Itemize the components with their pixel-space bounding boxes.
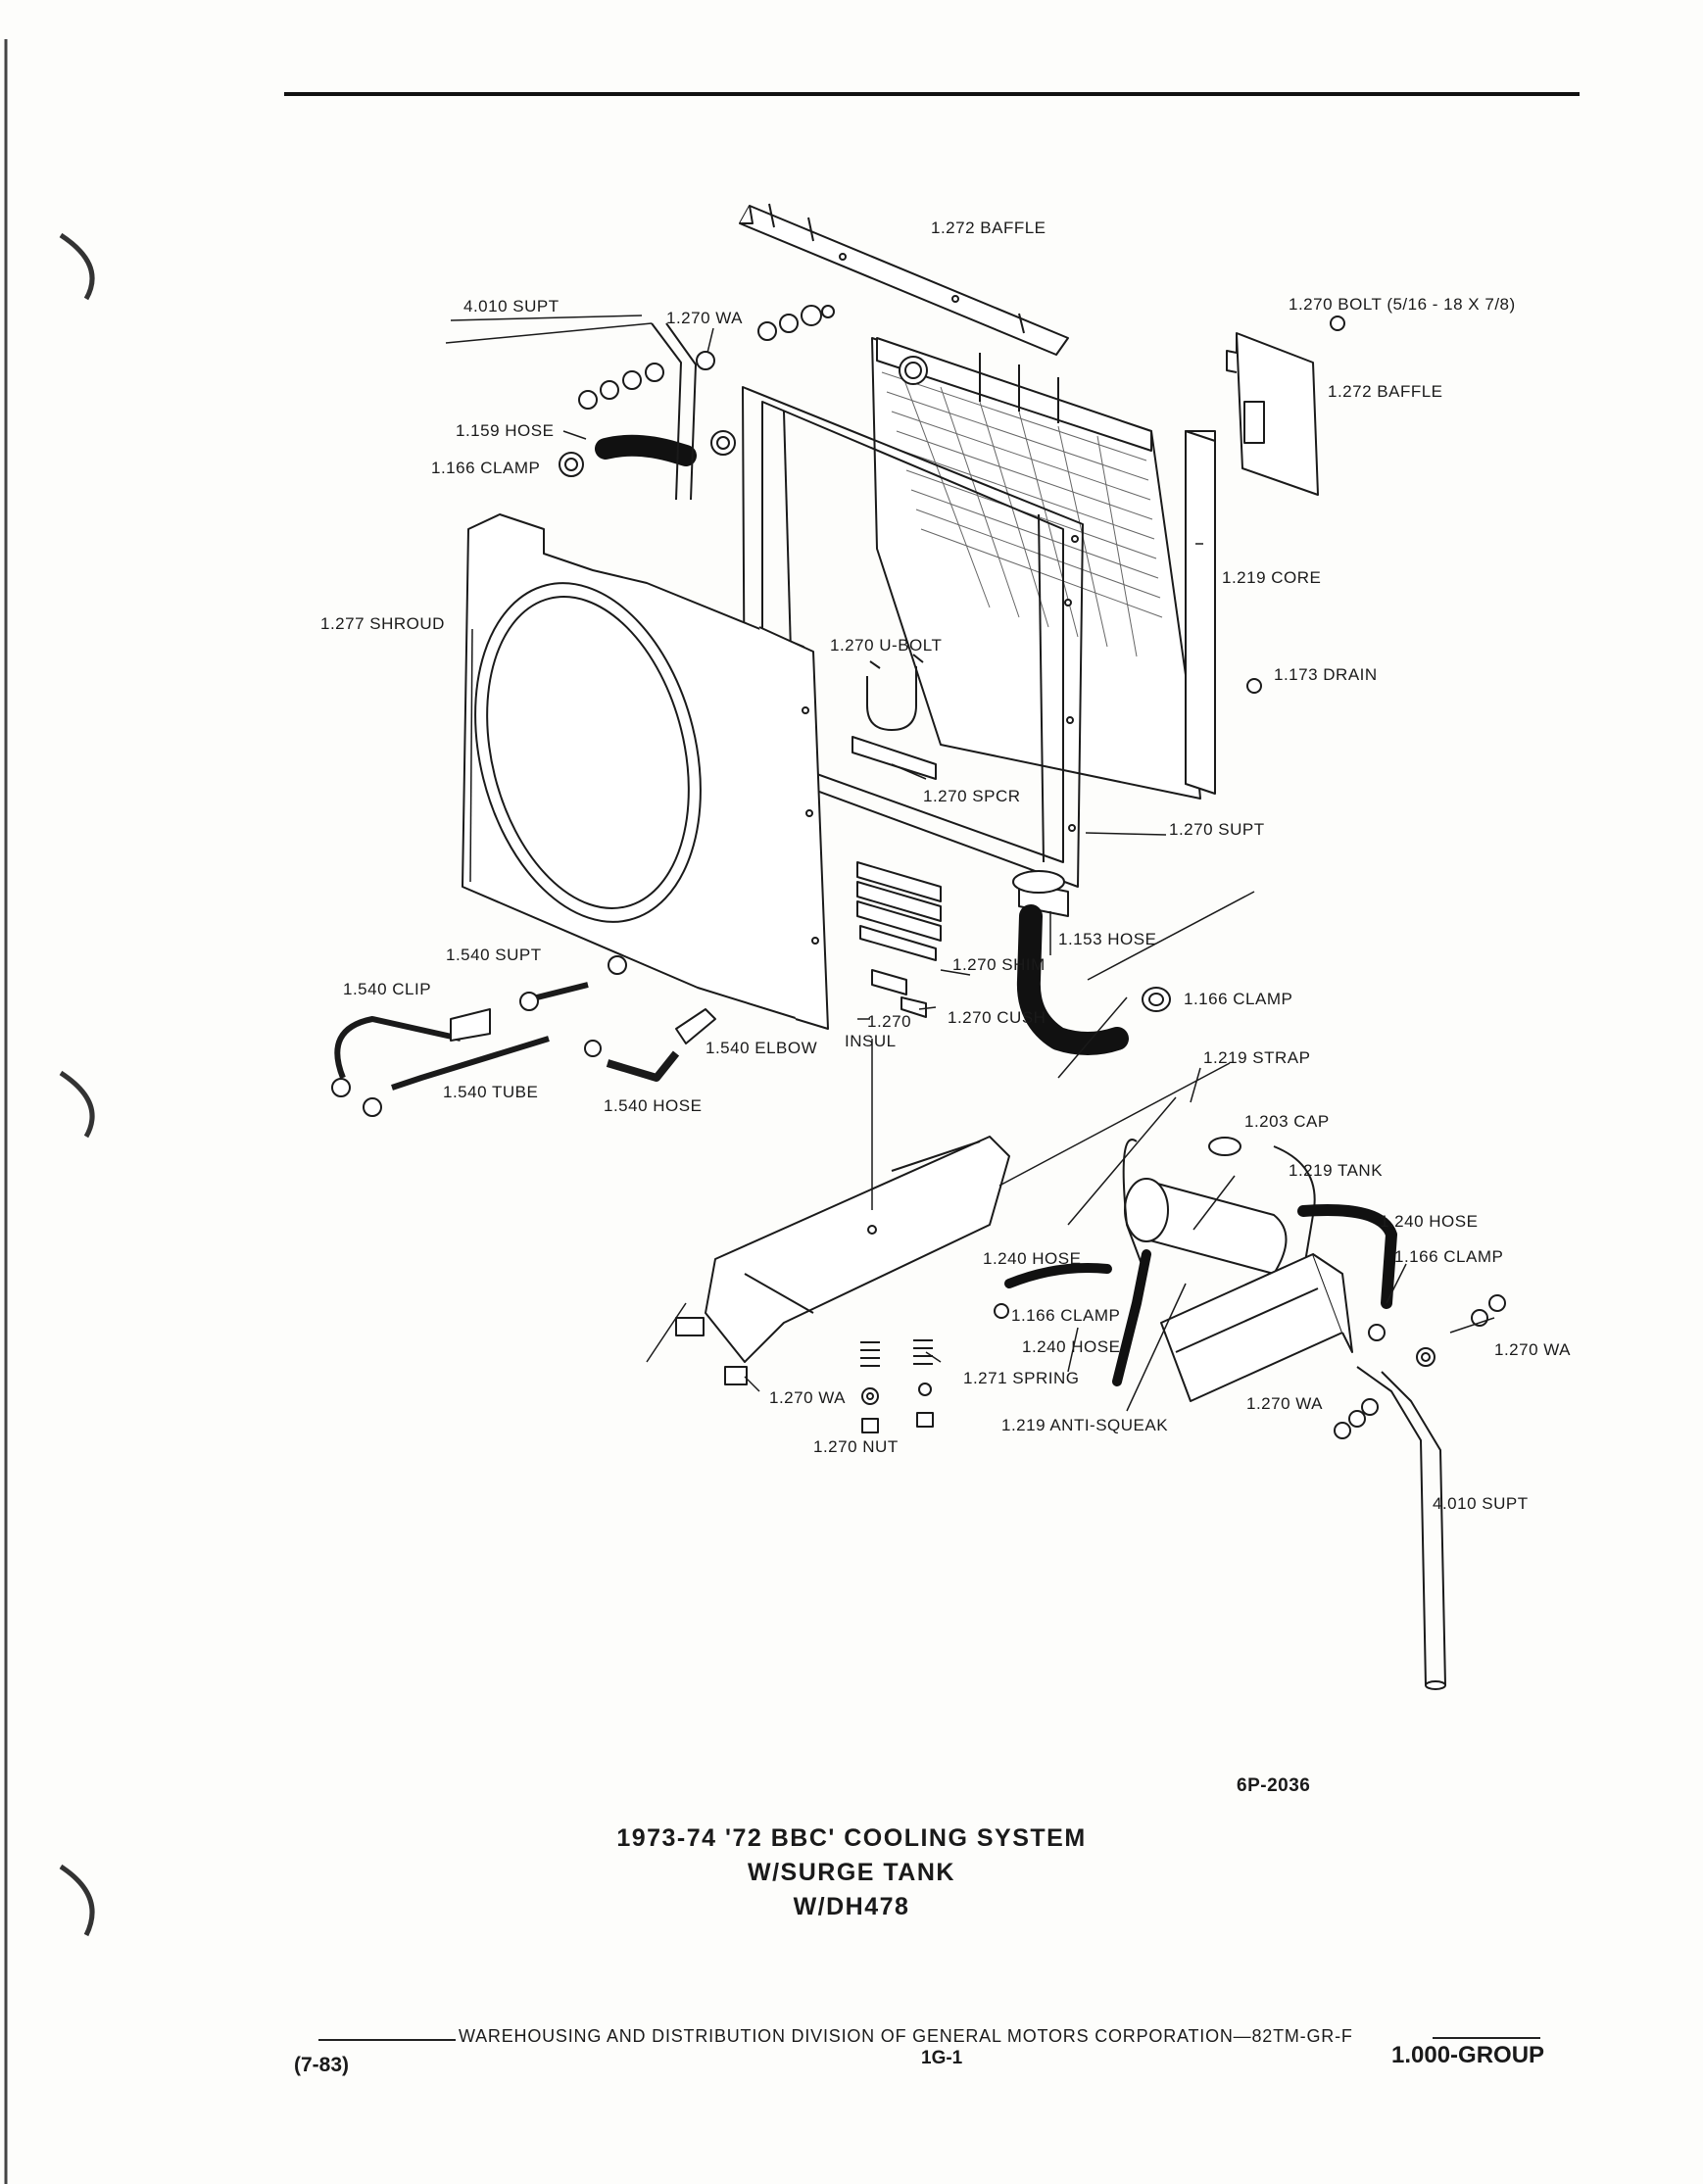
label-insul-b: INSUL: [845, 1032, 897, 1050]
top-left-washers: [578, 305, 1345, 694]
label-cush: 1.270 CUSH: [948, 1008, 1046, 1027]
u-bolt-spacer-part: [852, 654, 937, 780]
footer-group: 1.000-GROUP: [1391, 2042, 1545, 2068]
top-left-support-rod: [651, 322, 697, 501]
footer-rule-left: [318, 2039, 456, 2041]
label-tank: 1.219 TANK: [1289, 1161, 1383, 1180]
label-hose-240-right: 1.240 HOSE: [1380, 1212, 1478, 1231]
label-shroud: 1.277 SHROUD: [320, 614, 445, 633]
header-rule: [284, 92, 1580, 96]
label-supt-270: 1.270 SUPT: [1169, 820, 1265, 839]
footer-page-number: 1G-1: [921, 2048, 963, 2068]
figure-number: 6P-2036: [1237, 1775, 1310, 1796]
fan-shroud-part: [462, 513, 829, 1030]
part-labels: 1.272 BAFFLE 4.010 SUPT 1.270 WA 1.270 B…: [320, 218, 1571, 1796]
label-baffle-top: 1.272 BAFFLE: [931, 218, 1046, 237]
label-wa-lowright: 1.270 WA: [1246, 1394, 1323, 1413]
label-wa-top: 1.270 WA: [666, 309, 743, 327]
diagram-title-line-3: W/DH478: [793, 1893, 910, 1920]
right-baffle-part: [1226, 332, 1319, 496]
label-hose-159: 1.159 HOSE: [456, 421, 554, 440]
label-wa-right: 1.270 WA: [1494, 1340, 1571, 1359]
label-clamp-166-low: 1.166 CLAMP: [1011, 1306, 1120, 1325]
label-hose-540: 1.540 HOSE: [604, 1096, 702, 1115]
label-shim: 1.270 SHIM: [952, 955, 1046, 974]
label-supt-540: 1.540 SUPT: [446, 946, 542, 964]
footer-publisher: WAREHOUSING AND DISTRIBUTION DIVISION OF…: [459, 2026, 1353, 2046]
shim-cushion-stack-part: [856, 861, 942, 1018]
label-clamp-166-mid: 1.166 CLAMP: [1184, 990, 1292, 1008]
label-hose-153: 1.153 HOSE: [1058, 930, 1156, 948]
diagram-title-line-2: W/SURGE TANK: [748, 1859, 955, 1886]
label-bolt: 1.270 BOLT (5/16 - 18 X 7/8): [1289, 295, 1516, 314]
label-cap: 1.203 CAP: [1244, 1112, 1330, 1131]
label-clamp-166-right: 1.166 CLAMP: [1394, 1247, 1503, 1266]
label-tube: 1.540 TUBE: [443, 1083, 538, 1101]
label-ubolt: 1.270 U-BOLT: [830, 636, 942, 655]
label-elbow: 1.540 ELBOW: [706, 1039, 817, 1057]
surge-tank-part: [1122, 1137, 1316, 1275]
spring-nut-washer-parts: [860, 1339, 934, 1433]
label-wa-low: 1.270 WA: [769, 1388, 846, 1407]
leader-lines: [445, 315, 1495, 1412]
oil-cooler-lines-parts: [331, 955, 716, 1117]
label-insul-a: 1.270: [867, 1012, 911, 1031]
label-spring: 1.271 SPRING: [963, 1369, 1079, 1387]
binder-hole-top: [59, 232, 95, 301]
label-strap: 1.219 STRAP: [1203, 1048, 1310, 1067]
tank-bracket-part: [1160, 1253, 1353, 1402]
binder-hole-middle: [59, 1070, 95, 1139]
label-antisqueak: 1.219 ANTI-SQUEAK: [1001, 1416, 1168, 1434]
label-supt-top: 4.010 SUPT: [463, 297, 560, 315]
label-drain: 1.173 DRAIN: [1274, 665, 1378, 684]
label-hose-240-left: 1.240 HOSE: [983, 1249, 1081, 1268]
radiator-core-part: [871, 337, 1216, 800]
upper-hose-part: [559, 430, 736, 477]
top-baffle-part: [739, 203, 1069, 356]
label-nut: 1.270 NUT: [813, 1437, 899, 1456]
diagram-title-line-1: 1973-74 '72 BBC' COOLING SYSTEM: [616, 1824, 1087, 1852]
lower-hose-part: [1016, 904, 1171, 1055]
frame-crossmember-part: [675, 1136, 1010, 1385]
footer-date-code: (7-83): [294, 2054, 350, 2076]
binder-hole-bottom: [59, 1864, 95, 1937]
footer-rule-right: [1433, 2037, 1540, 2039]
label-spcr: 1.270 SPCR: [923, 787, 1021, 805]
label-core: 1.219 CORE: [1222, 568, 1321, 587]
label-clamp-166-top: 1.166 CLAMP: [431, 459, 540, 477]
label-clip-540: 1.540 CLIP: [343, 980, 431, 998]
label-supt-bottom: 4.010 SUPT: [1433, 1494, 1529, 1513]
support-rod-part: [1356, 1366, 1446, 1690]
label-hose-240-low: 1.240 HOSE: [1022, 1337, 1120, 1356]
heater-hose-parts: [994, 1204, 1506, 1439]
label-baffle-right: 1.272 BAFFLE: [1328, 382, 1443, 401]
